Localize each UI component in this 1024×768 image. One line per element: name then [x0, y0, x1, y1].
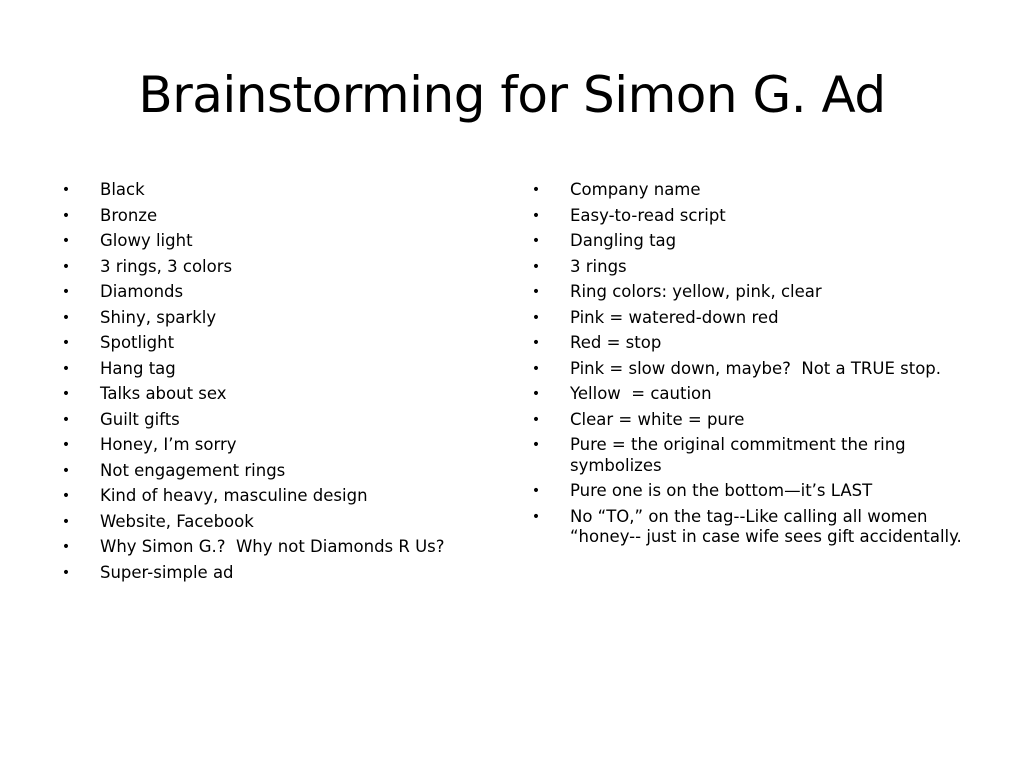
- right-bullet-list: • Company name • Easy-to-read script • D…: [520, 180, 970, 553]
- list-item: • Red = stop: [520, 333, 970, 354]
- list-item-text: Dangling tag: [570, 231, 677, 250]
- bullet-icon: •: [61, 437, 71, 453]
- bullet-icon: •: [531, 233, 541, 249]
- list-item: • Easy-to-read script: [520, 206, 970, 227]
- list-item-text: Glowy light: [100, 231, 193, 250]
- bullet-icon: •: [61, 539, 71, 555]
- list-item-text: Bronze: [100, 205, 158, 225]
- list-item-text: Talks about sex: [100, 384, 227, 403]
- list-item: • Hang tag: [50, 359, 480, 380]
- list-item-text: Shiny, sparkly: [100, 307, 217, 327]
- list-item-text: 3 rings: [570, 256, 627, 276]
- list-item-text: Pink = slow down, maybe? Not a TRUE stop…: [570, 358, 942, 378]
- list-item: • Pink = watered-down red: [520, 308, 970, 329]
- list-item-text: Guilt gifts: [100, 409, 180, 429]
- list-item-text: Why Simon G.? Why not Diamonds R Us?: [100, 537, 445, 556]
- list-item: • Ring colors: yellow, pink, clear: [520, 282, 970, 303]
- list-item-text: Website, Facebook: [100, 511, 254, 531]
- bullet-icon: •: [531, 207, 541, 224]
- list-item-text: Red = stop: [570, 333, 662, 352]
- bullet-icon: •: [531, 508, 541, 525]
- list-item-text: Black: [100, 180, 145, 199]
- list-item-text: Easy-to-read script: [570, 205, 726, 225]
- list-item-text: Diamonds: [100, 282, 184, 301]
- list-item-text: 3 rings, 3 colors: [100, 256, 233, 276]
- bullet-icon: •: [531, 335, 541, 351]
- bullet-icon: •: [61, 258, 71, 275]
- list-item: • Website, Facebook: [50, 512, 480, 533]
- list-item: • No “TO,” on the tag--Like calling all …: [520, 507, 970, 548]
- list-item-text: Pure = the original commitment the ring …: [570, 435, 911, 475]
- list-item-text: Not engagement rings: [100, 460, 286, 480]
- list-item: • Dangling tag: [520, 231, 970, 252]
- bullet-icon: •: [61, 488, 71, 504]
- list-item: • 3 rings: [520, 257, 970, 278]
- bullet-icon: •: [531, 284, 541, 300]
- list-item: • Honey, I’m sorry: [50, 435, 480, 456]
- list-item: • Why Simon G.? Why not Diamonds R Us?: [50, 537, 480, 558]
- bullet-icon: •: [531, 483, 541, 499]
- list-item: • Super-simple ad: [50, 563, 480, 584]
- list-item: • Pure one is on the bottom—it’s LAST: [520, 481, 970, 502]
- list-item-text: Super-simple ad: [100, 562, 234, 582]
- list-item: • Guilt gifts: [50, 410, 480, 431]
- list-item: • Spotlight: [50, 333, 480, 354]
- bullet-icon: •: [531, 258, 541, 275]
- bullet-icon: •: [61, 360, 71, 377]
- bullet-icon: •: [61, 564, 71, 581]
- bullet-icon: •: [61, 411, 71, 428]
- list-item: • Diamonds: [50, 282, 480, 303]
- list-item: • Pure = the original commitment the rin…: [520, 435, 970, 476]
- bullet-icon: •: [531, 411, 541, 428]
- bullet-icon: •: [61, 182, 71, 198]
- list-item-text: Pure one is on the bottom—it’s LAST: [570, 481, 873, 500]
- bullet-icon: •: [61, 284, 71, 300]
- bullet-icon: •: [61, 207, 71, 224]
- slide-title: Brainstorming for Simon G. Ad: [138, 66, 886, 124]
- list-item: • Kind of heavy, masculine design: [50, 486, 480, 507]
- list-item: • Talks about sex: [50, 384, 480, 405]
- bullet-icon: •: [531, 386, 541, 402]
- left-bullet-list: • Black • Bronze • Glowy light • 3 rings…: [50, 180, 480, 588]
- bullet-icon: •: [531, 360, 541, 377]
- bullet-icon: •: [61, 386, 71, 402]
- bullet-icon: •: [61, 309, 71, 326]
- bullet-icon: •: [61, 462, 71, 479]
- bullet-icon: •: [531, 309, 541, 326]
- bullet-icon: •: [61, 513, 71, 530]
- bullet-icon: •: [531, 437, 541, 453]
- list-item-text: Spotlight: [100, 333, 175, 352]
- list-item-text: Pink = watered-down red: [570, 307, 779, 327]
- list-item: • Pink = slow down, maybe? Not a TRUE st…: [520, 359, 970, 380]
- list-item: • Not engagement rings: [50, 461, 480, 482]
- list-item: • Glowy light: [50, 231, 480, 252]
- list-item-text: Honey, I’m sorry: [100, 435, 237, 454]
- list-item-text: Clear = white = pure: [570, 409, 745, 429]
- list-item-text: Company name: [570, 180, 701, 199]
- list-item-text: Yellow = caution: [570, 384, 712, 403]
- list-item-text: Hang tag: [100, 358, 176, 378]
- list-item: • Company name: [520, 180, 970, 201]
- list-item: • Shiny, sparkly: [50, 308, 480, 329]
- list-item: • Yellow = caution: [520, 384, 970, 405]
- bullet-icon: •: [531, 182, 541, 198]
- list-item-text: No “TO,” on the tag--Like calling all wo…: [570, 506, 962, 547]
- list-item: • Clear = white = pure: [520, 410, 970, 431]
- list-item: • Black: [50, 180, 480, 201]
- list-item: • 3 rings, 3 colors: [50, 257, 480, 278]
- bullet-icon: •: [61, 335, 71, 351]
- list-item-text: Kind of heavy, masculine design: [100, 486, 368, 505]
- bullet-icon: •: [61, 233, 71, 249]
- list-item: • Bronze: [50, 206, 480, 227]
- list-item-text: Ring colors: yellow, pink, clear: [570, 282, 822, 301]
